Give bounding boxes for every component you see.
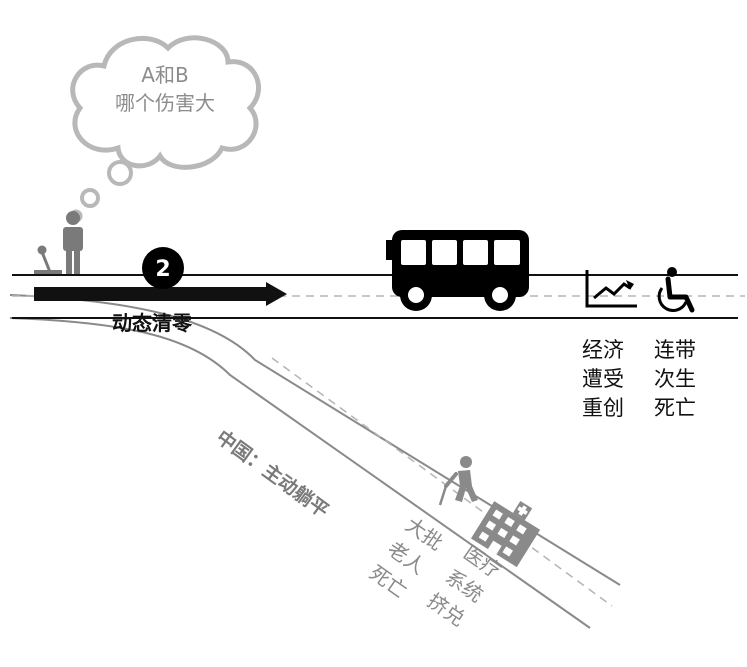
diagonal-track-label: 中国：主动躺平 bbox=[212, 425, 333, 522]
economy-effect: 经济 遭受 重创 bbox=[582, 338, 624, 420]
step-badge: 2 bbox=[142, 247, 184, 289]
collateral-effect: 连带 次生 死亡 bbox=[654, 338, 696, 420]
thought-line-2: 哪个伤害大 bbox=[115, 91, 215, 115]
diverging-track bbox=[9, 294, 621, 629]
step-badge-number: 2 bbox=[155, 257, 170, 282]
medical-effect: 医疗 系统 挤兑 bbox=[423, 540, 506, 631]
thought-bubble-large bbox=[107, 160, 133, 186]
thought-bubble-medium bbox=[80, 188, 100, 208]
thought-cloud: A和B 哪个伤害大 bbox=[69, 35, 261, 223]
economy-line-2: 遭受 bbox=[582, 367, 624, 391]
arrow-shaft bbox=[34, 287, 268, 301]
arrow-label: 动态清零 bbox=[112, 311, 193, 335]
diverging-track-centerline bbox=[271, 357, 613, 607]
direction-arrow bbox=[34, 282, 287, 306]
economy-line-3: 重创 bbox=[582, 396, 624, 420]
elderly-person-icon bbox=[438, 456, 478, 506]
thought-line-1: A和B bbox=[141, 63, 188, 87]
economy-line-1: 经济 bbox=[582, 338, 624, 362]
collateral-line-1: 连带 bbox=[654, 338, 696, 362]
hospital-icon bbox=[470, 500, 541, 568]
thought-cloud-body bbox=[70, 35, 261, 170]
collateral-line-3: 死亡 bbox=[654, 396, 696, 420]
wheelchair-icon bbox=[657, 267, 695, 313]
collateral-line-2: 次生 bbox=[654, 367, 696, 391]
step-badge-circle bbox=[142, 247, 184, 289]
diverging-track-lower-rail bbox=[9, 317, 591, 629]
switch-lever-icon[interactable] bbox=[34, 245, 62, 275]
standing-person-icon bbox=[63, 211, 83, 274]
bus-icon bbox=[386, 230, 529, 311]
rising-chart-icon bbox=[585, 270, 637, 308]
main-track bbox=[12, 274, 745, 319]
arrow-head bbox=[266, 282, 287, 306]
